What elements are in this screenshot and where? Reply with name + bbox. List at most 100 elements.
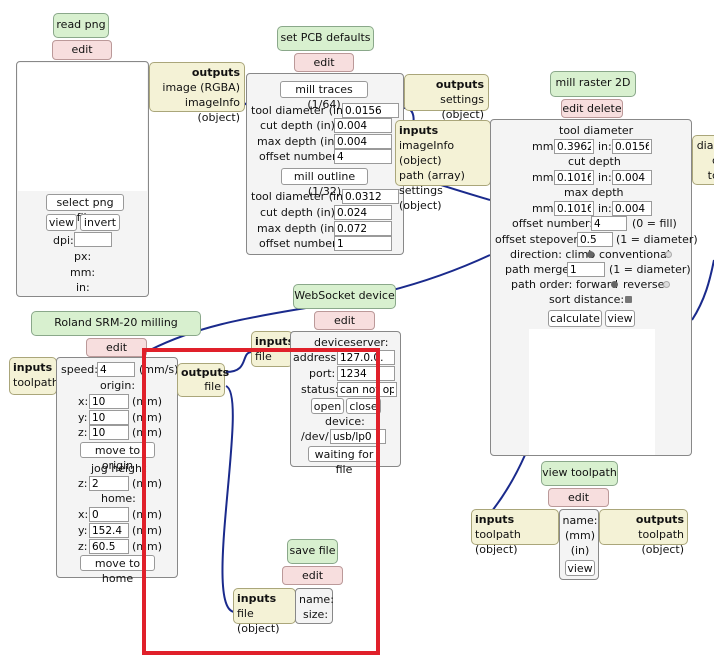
conventional-radio[interactable] [665,251,672,258]
port-input[interactable] [337,366,395,381]
sort-distance-checkbox[interactable] [625,296,632,303]
pcb-defaults-outputs[interactable]: outputs settings (object) [404,74,489,121]
pcb-defaults-title[interactable]: set PCB defaults [277,26,374,51]
status-label: status: [301,383,339,396]
save-file-inputs[interactable]: inputs file (object) [233,588,296,635]
outline-cut-depth-label: cut depth (in): [260,206,339,219]
input-imageinfo[interactable]: imageInfo (object) [399,139,455,167]
input-toolpath[interactable]: toolpath [13,376,59,389]
outline-offset-number-input[interactable] [334,236,392,251]
input-file-object[interactable]: file (object) [237,607,280,635]
traces-cut-depth-input[interactable] [334,118,392,133]
jog-z-input[interactable] [89,476,129,491]
pcb-defaults-title-text: set PCB defaults [280,31,371,44]
origin-z-input[interactable] [89,425,129,440]
calculate-button[interactable]: calculate [548,310,602,327]
input-toolpath-object[interactable]: toolpath (object) [475,528,521,556]
traces-max-depth-input[interactable] [334,134,392,149]
read-png-title[interactable]: read png [53,13,109,38]
offset-number-input[interactable] [591,216,627,231]
origin-x-unit: (mm) [132,395,163,408]
origin-y-input[interactable] [89,410,129,425]
traces-offset-number-input[interactable] [334,149,392,164]
invert-button[interactable]: invert [80,214,120,231]
partial-line-2: c [696,153,714,168]
home-z-label: z: [78,540,88,553]
mill-raster-edit-delete[interactable]: edit delete [561,99,623,118]
read-png-edit-delete[interactable]: edit delete [52,40,112,74]
tool-diameter-in-input[interactable] [612,139,652,154]
output-image[interactable]: image (RGBA) [162,81,240,94]
offscreen-module-partial: diar c tc [692,135,714,185]
outline-max-depth-input[interactable] [334,221,392,236]
home-y-input[interactable] [89,523,129,538]
mill-traces-button[interactable]: mill traces (1/64) [280,81,368,111]
traces-max-depth-label: max depth (in): [257,135,343,148]
home-z-input[interactable] [89,539,129,554]
max-depth-in-input[interactable] [612,201,652,216]
outputs-header: outputs [181,366,230,379]
path-merge-input[interactable] [567,262,605,277]
view-toolpath-title[interactable]: view toolpath [541,461,618,486]
port-label: port: [309,367,336,380]
address-input[interactable] [337,350,395,365]
waiting-for-file-button[interactable]: waiting for file [308,446,380,476]
output-toolpath-object[interactable]: toolpath (object) [638,528,684,556]
traces-tool-diameter-input[interactable] [342,103,399,118]
climb-radio[interactable] [587,251,594,258]
save-file-title[interactable]: save file [287,539,338,564]
cut-depth-in-input[interactable] [612,170,652,185]
max-depth-mm-input[interactable] [554,201,594,216]
view-toolpath-inputs[interactable]: inputs toolpath (object) [471,509,559,556]
outputs-header: outputs [635,513,684,526]
offset-stepover-input[interactable] [577,232,613,247]
close-button[interactable]: close [346,398,381,414]
roland-title[interactable]: Roland SRM-20 milling machine [31,311,201,351]
output-imageinfo[interactable]: imageInfo (object) [184,96,240,124]
select-png-button[interactable]: select png file [46,194,124,224]
websocket-edit-delete[interactable]: edit delete [314,311,375,345]
home-x-label: x: [78,508,89,521]
outline-cut-depth-input[interactable] [334,205,392,220]
roland-panel: speed: (mm/s) origin: x: (mm) y: (mm) z:… [56,357,178,585]
websocket-title[interactable]: WebSocket device [293,284,396,309]
tool-diameter-mm-input[interactable] [554,139,594,154]
open-button[interactable]: open [311,398,344,414]
mill-raster-inputs[interactable]: inputs imageInfo (object) path (array) s… [395,120,491,212]
pcb-defaults-edit-delete[interactable]: edit delete [294,53,354,87]
view-toolpath-view-button[interactable]: view [565,560,595,576]
reverse-radio[interactable] [663,281,670,288]
mill-raster-title[interactable]: mill raster 2D [550,71,636,97]
device-input[interactable] [330,429,386,444]
view-toolpath-edit-delete[interactable]: edit delete [548,488,609,522]
view-toolpath-outputs[interactable]: outputs toolpath (object) [599,509,688,556]
roland-inputs[interactable]: inputs toolpath [9,357,59,395]
roland-outputs[interactable]: outputs file [177,363,230,397]
cut-depth-mm-input[interactable] [554,170,594,185]
mill-outline-button[interactable]: mill outline (1/32) [281,168,368,198]
move-to-home-button[interactable]: move to home [80,555,155,585]
origin-z-unit: (mm) [132,426,163,439]
output-file[interactable]: file [204,380,221,393]
dpi-input[interactable] [74,232,112,247]
view-button[interactable]: view [46,214,77,231]
origin-y-unit: (mm) [132,411,163,424]
speed-input[interactable] [97,362,135,377]
cut-mm-label: mm: [532,171,558,184]
mill-view-button[interactable]: view [605,310,635,327]
read-png-outputs[interactable]: outputs image (RGBA) imageInfo (object) [149,62,245,124]
device-label: device: [325,415,365,428]
partial-line-1: diar [696,139,714,152]
input-path[interactable]: path (array) [399,169,465,182]
forward-radio[interactable] [611,281,618,288]
outline-offset-number-label: offset number: [259,237,341,250]
outline-tool-diameter-input[interactable] [342,189,399,204]
input-settings[interactable]: settings (object) [399,184,443,212]
home-x-input[interactable] [89,507,129,522]
move-to-origin-button[interactable]: move to origin [80,442,155,472]
outputs-header: outputs [191,66,240,79]
input-file[interactable]: file [255,350,272,363]
output-settings[interactable]: settings (object) [440,93,484,121]
roland-edit-delete[interactable]: edit delete [86,338,147,372]
origin-x-input[interactable] [89,394,129,409]
